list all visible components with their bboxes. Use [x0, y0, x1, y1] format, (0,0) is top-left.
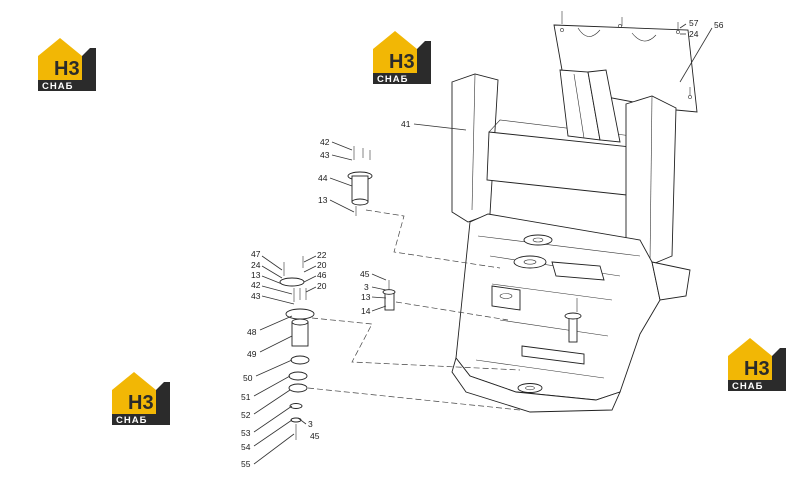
callout-45: 45: [360, 269, 370, 279]
callout-3: 3: [308, 419, 313, 429]
callout-24: 24: [251, 260, 261, 270]
callout-57: 57: [689, 18, 699, 28]
callout-20: 20: [317, 260, 327, 270]
alignment-lines: [307, 209, 521, 411]
callout-13: 13: [361, 292, 371, 302]
callout-41: 41: [401, 119, 411, 129]
callout-22: 22: [317, 250, 327, 260]
callout-54: 54: [241, 442, 251, 452]
logo-bottom-left: H3 CHAБ: [112, 372, 170, 426]
callout-52: 52: [241, 410, 251, 420]
logo-mark: H3: [744, 358, 770, 380]
callout-24: 24: [689, 29, 699, 39]
logo-top-left: H3 CHAБ: [38, 38, 96, 92]
callout-47: 47: [251, 249, 261, 259]
upper-pin-group: [347, 146, 373, 216]
callout-55: 55: [241, 459, 251, 469]
callout-43: 43: [251, 291, 261, 301]
callout-48: 48: [247, 327, 257, 337]
callout-43: 43: [320, 150, 330, 160]
logo-word: CHAБ: [377, 74, 408, 85]
logo-mark: H3: [389, 51, 415, 73]
callout-46: 46: [317, 270, 327, 280]
callout-53: 53: [241, 428, 251, 438]
small-pin-group: [382, 280, 396, 311]
lower-pin-stack: [279, 256, 315, 440]
callout-51: 51: [241, 392, 251, 402]
main-frame: [451, 69, 691, 413]
callout-labels: 41 42 43 44 13 56 57 24 47 24 13 42 43 2…: [241, 18, 724, 469]
callout-20: 20: [317, 281, 327, 291]
callout-42: 42: [320, 137, 330, 147]
callout-50: 50: [243, 373, 253, 383]
callout-42: 42: [251, 280, 261, 290]
leader-lines: [253, 23, 713, 465]
logo-word: CHAБ: [116, 415, 147, 426]
callout-56: 56: [714, 20, 724, 30]
logo-mark: H3: [54, 58, 80, 80]
callout-49: 49: [247, 349, 257, 359]
callout-13: 13: [318, 195, 328, 205]
callout-3: 3: [364, 282, 369, 292]
callout-13: 13: [251, 270, 261, 280]
callout-45: 45: [310, 431, 320, 441]
callout-44: 44: [318, 173, 328, 183]
logo-mark: H3: [128, 392, 154, 414]
logo-right: H3 CHAБ: [728, 338, 786, 392]
logo-word: CHAБ: [732, 381, 763, 392]
logo-top-center: H3 CHAБ: [373, 31, 431, 85]
callout-14: 14: [361, 306, 371, 316]
logo-word: CHAБ: [42, 81, 73, 92]
